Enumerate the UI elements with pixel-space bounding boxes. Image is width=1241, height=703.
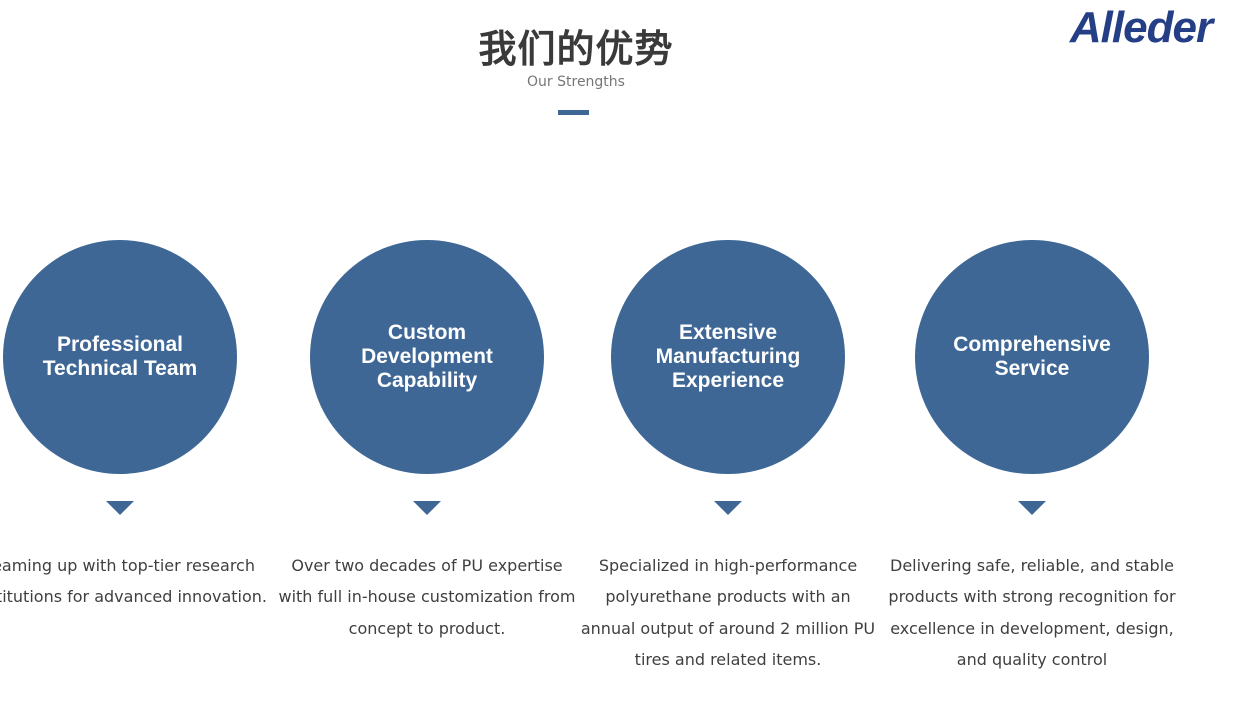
strength-card-comprehensive-service: Comprehensive Service Delivering safe, r… <box>882 240 1182 703</box>
triangle-down-icon <box>1018 501 1046 515</box>
brand-logo-text: Alleder <box>1069 3 1216 50</box>
strength-description: Delivering safe, reliable, and stable pr… <box>888 556 1176 669</box>
title-underline <box>558 110 589 115</box>
brand-logo-mark: Alleder <box>1069 3 1217 50</box>
section-subtitle: Our Strengths <box>527 74 625 90</box>
strength-title: Professional Technical Team <box>42 333 198 380</box>
strength-circle[interactable]: Professional Technical Team <box>3 240 237 474</box>
strength-title: Custom Development Capability <box>361 321 493 392</box>
brand-logo[interactable]: Alleder <box>1049 2 1233 50</box>
strength-card-technical-team: Professional Technical Team Teaming up w… <box>0 240 270 703</box>
section-header: 我们的优势 Our Strengths Alleder <box>0 0 1241 130</box>
strength-card-manufacturing-experience: Extensive Manufacturing Experience Speci… <box>578 240 878 703</box>
strength-circle[interactable]: Extensive Manufacturing Experience <box>611 240 845 474</box>
triangle-down-icon <box>714 501 742 515</box>
strength-description: Over two decades of PU expertise with fu… <box>278 556 576 638</box>
triangle-down-icon <box>413 501 441 515</box>
strength-title: Extensive Manufacturing Experience <box>655 321 801 392</box>
triangle-down-icon <box>106 501 134 515</box>
strength-circle[interactable]: Custom Development Capability <box>310 240 544 474</box>
strength-description: Specialized in high-performance polyuret… <box>580 556 876 669</box>
strength-card-custom-development: Custom Development Capability Over two d… <box>277 240 577 703</box>
strength-circle[interactable]: Comprehensive Service <box>915 240 1149 474</box>
strength-title: Comprehensive Service <box>953 333 1111 380</box>
strength-description: Teaming up with top-tier research instit… <box>0 556 267 607</box>
section-title: 我们的优势 <box>478 27 674 71</box>
